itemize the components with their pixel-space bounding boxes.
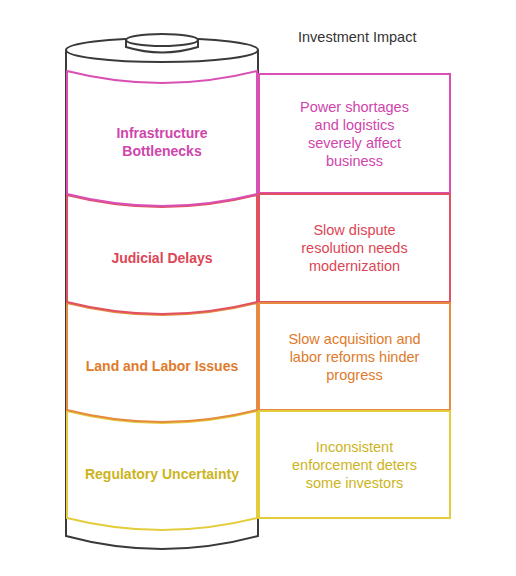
impact-text: Inconsistent enforcement deters some inv… [286,438,423,492]
band-label: Regulatory Uncertainty [66,420,258,528]
cylinder-cap-top [126,34,198,46]
impact-text: Power shortages and logistics severely a… [286,98,423,170]
band-label: Judicial Delays [66,204,258,312]
band-shape [67,411,257,530]
band-label: Land and Labor Issues [66,312,258,420]
impact-box: Inconsistent enforcement deters some inv… [258,410,451,519]
cylinder-band: Infrastructure Bottlenecks [66,70,258,206]
impact-box: Power shortages and logistics severely a… [258,73,451,194]
band-shape [67,71,257,206]
cylinder-band: Judicial Delays [66,194,258,314]
cylinder-band: Land and Labor Issues [66,302,258,422]
column-heading: Investment Impact [298,29,416,45]
band-shape [67,195,257,314]
impact-text: Slow dispute resolution needs modernizat… [286,221,423,275]
impact-box: Slow dispute resolution needs modernizat… [258,193,451,303]
impact-text: Slow acquisition and labor reforms hinde… [286,330,423,384]
cylinder-band: Regulatory Uncertainty [66,410,258,530]
band-shape [67,303,257,422]
band-label: Infrastructure Bottlenecks [66,80,258,204]
cylinder-side [66,50,258,536]
impact-box: Slow acquisition and labor reforms hinde… [258,302,451,411]
